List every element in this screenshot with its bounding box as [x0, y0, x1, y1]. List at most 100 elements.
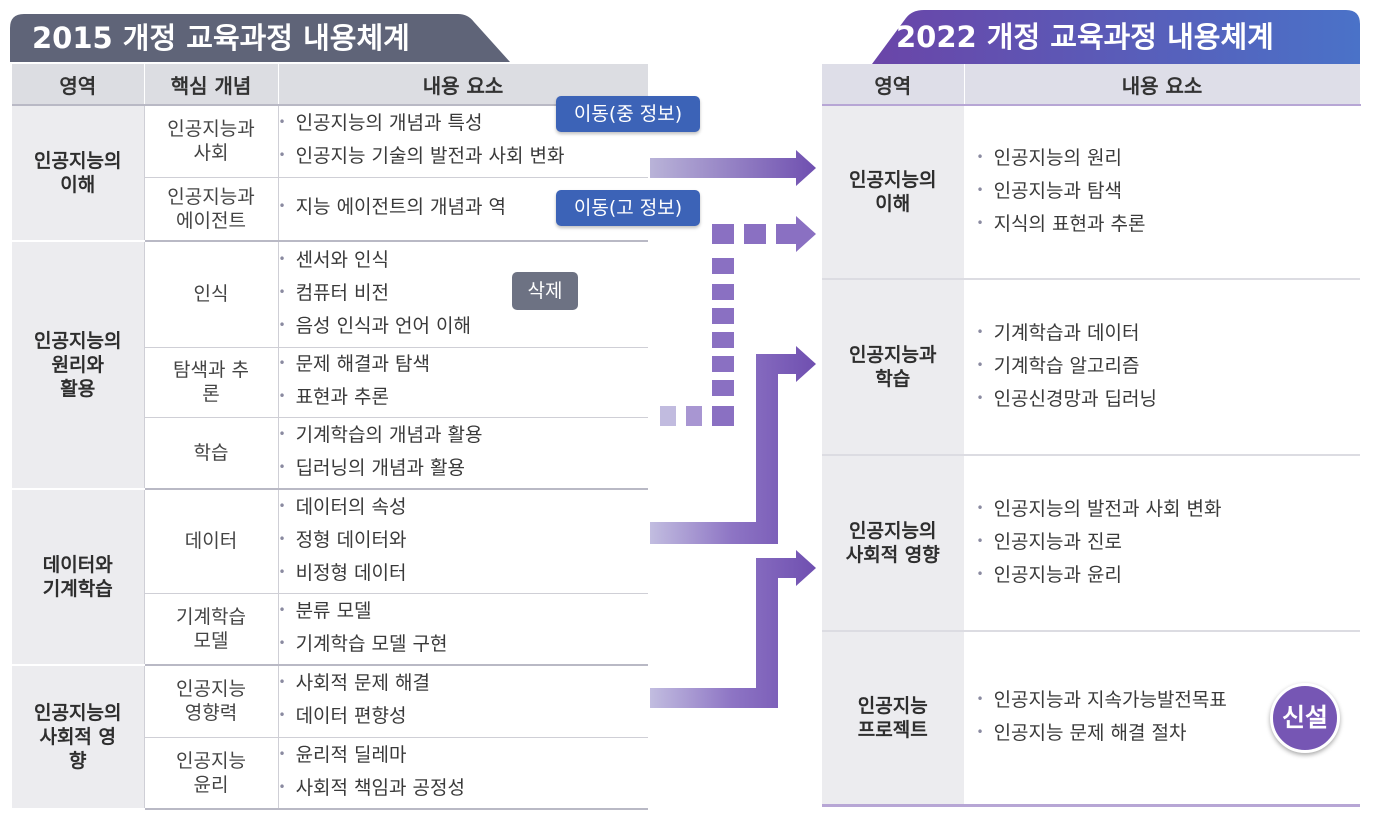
- left-area-data-ml: 데이터와 기계학습: [12, 489, 144, 666]
- badge-move-middle: 이동(중 정보): [556, 96, 700, 132]
- area-line: 인공지능의: [849, 169, 937, 191]
- list-item: 컴퓨터 비전: [279, 278, 649, 311]
- concept-line: 론: [202, 383, 220, 405]
- list-item: 인공지능과 진로: [977, 527, 1361, 560]
- list-item: 정형 데이터와: [279, 525, 649, 558]
- area-line: 사회적 영: [39, 726, 117, 748]
- list-item: 인공지능 문제 해결 절차: [977, 718, 1361, 751]
- area-line: 이해: [875, 193, 911, 215]
- area-line: 학습: [875, 368, 911, 390]
- concept-ai-influence: 인공지능 영향력: [143, 665, 279, 738]
- left-title-tab: 2015 개정 교육과정 내용체계: [10, 14, 510, 62]
- left-area-ai-social: 인공지능의 사회적 영 향: [12, 665, 144, 810]
- concept-line: 인공지능: [176, 749, 246, 772]
- area-line: 인공지능과: [849, 344, 937, 366]
- list-item: 기계학습 알고리즘: [977, 351, 1361, 384]
- left-title-shape: [10, 14, 510, 62]
- concept-learning: 학습: [143, 417, 279, 490]
- right-title: 2022 개정 교육과정 내용체계: [896, 20, 1274, 54]
- concept-line: 사회: [193, 142, 229, 165]
- list-item: 인공지능과 지속가능발전목표: [977, 685, 1361, 718]
- area-line: 이해: [60, 174, 96, 196]
- elements-data: 데이터의 속성 정형 데이터와 비정형 데이터: [278, 489, 649, 594]
- list-item: 인공지능의 원리: [977, 143, 1361, 176]
- list-item: 인공지능과 윤리: [977, 560, 1361, 593]
- area-line: 활용: [60, 378, 96, 400]
- area-line: 데이터와: [42, 554, 113, 576]
- area-line: 원리와: [51, 354, 104, 376]
- right-area-ai-social: 인공지능의 사회적 영향: [822, 455, 965, 632]
- elements-ai-influence: 사회적 문제 해결 데이터 편향성: [278, 665, 649, 738]
- badge-delete: 삭제: [512, 272, 578, 310]
- list-item: 데이터의 속성: [279, 492, 649, 525]
- right-header-elements: 내용 요소: [964, 64, 1361, 106]
- concept-line: 모델: [193, 629, 229, 652]
- left-area-ai-principles: 인공지능의 원리와 활용: [12, 241, 144, 490]
- concept-line: 영향력: [184, 702, 238, 725]
- concept-data: 데이터: [143, 489, 279, 594]
- list-item: 지능 에이전트의 개념과 역: [279, 192, 649, 225]
- elements-perception: 센서와 인식 컴퓨터 비전 음성 인식과 언어 이해: [278, 241, 649, 348]
- area-line: 기계학습: [42, 578, 113, 600]
- list-item: 딥러닝의 개념과 활용: [279, 453, 649, 486]
- list-item: 인공지능 기술의 발전과 사회 변화: [279, 141, 649, 174]
- list-item: 문제 해결과 탐색: [279, 349, 649, 382]
- concept-ai-ethics: 인공지능 윤리: [143, 737, 279, 810]
- list-item: 인공신경망과 딥러닝: [977, 384, 1361, 417]
- right-elements-ai-social: 인공지능의 발전과 사회 변화 인공지능과 진로 인공지능과 윤리: [964, 455, 1361, 632]
- list-item: 기계학습 모델 구현: [279, 629, 649, 662]
- left-header-elements: 내용 요소: [278, 64, 649, 106]
- concept-ai-agent: 인공지능과 에이전트: [143, 177, 279, 242]
- left-header-concept: 핵심 개념: [144, 64, 279, 106]
- left-header-area: 영역: [12, 64, 145, 106]
- concept-ml-model: 기계학습 모델: [143, 593, 279, 666]
- list-item: 기계학습과 데이터: [977, 318, 1361, 351]
- right-title-shape: [872, 10, 1360, 64]
- arrow-dashed-learning: [660, 216, 816, 426]
- badge-new: 신설: [1270, 683, 1340, 753]
- list-item: 지식의 표현과 추론: [977, 209, 1361, 242]
- arrow-social: [650, 550, 816, 708]
- list-item: 표현과 추론: [279, 382, 649, 415]
- concept-line: 에이전트: [176, 209, 246, 232]
- area-line: 인공지능: [857, 694, 928, 717]
- arrow-data-ml: [650, 346, 816, 544]
- right-area-ai-project: 인공지능 프로젝트: [822, 631, 965, 807]
- list-item: 사회적 책임과 공정성: [279, 773, 649, 806]
- area-line: 인공지능의: [34, 330, 122, 352]
- list-item: 음성 인식과 언어 이해: [279, 311, 649, 344]
- elements-ai-society: 인공지능의 개념과 특성 인공지능 기술의 발전과 사회 변화: [278, 105, 649, 178]
- list-item: 기계학습의 개념과 활용: [279, 420, 649, 453]
- left-title: 2015 개정 교육과정 내용체계: [32, 21, 410, 55]
- concept-perception: 인식: [143, 241, 279, 348]
- area-line: 인공지능의: [849, 520, 937, 542]
- right-title-tab: 2022 개정 교육과정 내용체계: [872, 10, 1360, 64]
- concept-search-reasoning: 탐색과 추 론: [143, 347, 279, 418]
- list-item: 사회적 문제 해결: [279, 668, 649, 701]
- list-item: 데이터 편향성: [279, 701, 649, 734]
- elements-ai-ethics: 윤리적 딜레마 사회적 책임과 공정성: [278, 737, 649, 810]
- elements-search-reasoning: 문제 해결과 탐색 표현과 추론: [278, 347, 649, 418]
- concept-line: 학습: [193, 441, 229, 464]
- concept-line: 데이터: [184, 530, 238, 553]
- area-line: 향: [69, 750, 87, 772]
- left-table: 영역 핵심 개념 내용 요소 인공지능의 이해 인공지능과 사회 인공지능의 개…: [12, 64, 649, 810]
- concept-line: 기계학습: [176, 605, 246, 628]
- area-line: 인공지능의: [34, 150, 122, 172]
- list-item: 인공지능의 발전과 사회 변화: [977, 494, 1361, 527]
- right-elements-ai-learning: 기계학습과 데이터 기계학습 알고리즘 인공신경망과 딥러닝: [964, 279, 1361, 456]
- list-item: 분류 모델: [279, 596, 649, 629]
- right-area-ai-understanding: 인공지능의 이해: [822, 105, 965, 280]
- area-line: 프로젝트: [857, 718, 928, 741]
- badge-move-high: 이동(고 정보): [556, 190, 700, 226]
- list-item: 비정형 데이터: [279, 558, 649, 591]
- concept-line: 인공지능과: [167, 118, 255, 141]
- list-item: 윤리적 딜레마: [279, 740, 649, 773]
- right-table: 영역 내용 요소 인공지능의 이해 인공지능의 원리 인공지능과 탐색 지식의 …: [822, 64, 1361, 807]
- concept-line: 인공지능: [176, 678, 246, 701]
- concept-line: 탐색과 추: [173, 359, 249, 381]
- right-elements-ai-understanding: 인공지능의 원리 인공지능과 탐색 지식의 표현과 추론: [964, 105, 1361, 280]
- list-item: 인공지능의 개념과 특성: [279, 108, 649, 141]
- arrow-understanding: [650, 150, 816, 186]
